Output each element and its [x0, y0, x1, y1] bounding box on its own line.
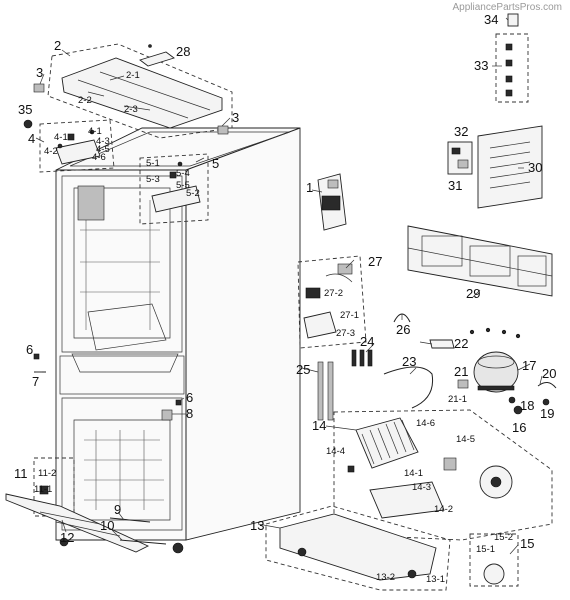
part-17-compressor	[469, 327, 521, 393]
part-2-top-cover	[33, 43, 233, 139]
part-21-relay	[457, 379, 469, 389]
label-26: 26	[396, 322, 410, 337]
label-25: 25	[296, 362, 310, 377]
label-30: 30	[528, 160, 542, 175]
label-2-3: 2-3	[124, 104, 138, 115]
label-11-1: 11-1	[34, 484, 52, 495]
part-27-group	[297, 255, 367, 349]
part-13-base	[265, 505, 451, 591]
part-9-rod	[109, 517, 151, 523]
callout-labels: 1 2 2-1 2-2 2-3 3 3 4 4-1 4-1 4-2 4-3 4-…	[14, 12, 556, 585]
label-20: 20	[542, 366, 556, 381]
part-18-foot	[508, 396, 516, 404]
part-33-brackets	[495, 33, 529, 103]
label-14-3: 14-3	[412, 482, 431, 493]
part-16-foot	[513, 405, 523, 415]
part-22-pipe	[429, 339, 455, 349]
part-5-hinge	[139, 153, 209, 225]
label-4-3: 4-3	[96, 136, 110, 147]
part-4-hinge	[39, 119, 115, 173]
part-30-panel	[477, 125, 543, 209]
label-14-4: 14-4	[326, 446, 345, 457]
label-10: 10	[100, 518, 114, 533]
label-27: 27	[368, 254, 382, 269]
part-29-rear-panel	[407, 225, 553, 297]
label-15: 15	[520, 536, 534, 551]
label-27-1: 27-1	[340, 310, 359, 321]
label-14-6: 14-6	[416, 418, 435, 429]
label-13-2: 13-2	[376, 572, 395, 583]
part-19-screw	[542, 398, 550, 406]
part-31-32-board	[447, 141, 473, 175]
leader-lines	[35, 17, 543, 555]
label-8: 8	[186, 406, 193, 421]
label-13: 13	[250, 518, 264, 533]
label-14-5: 14-5	[456, 434, 475, 445]
label-29: 29	[466, 286, 480, 301]
label-2-2: 2-2	[78, 95, 92, 106]
label-32: 32	[454, 124, 468, 139]
label-12: 12	[60, 530, 74, 545]
label-14-1: 14-1	[404, 468, 423, 479]
label-31: 31	[448, 178, 462, 193]
cabinet	[55, 127, 301, 554]
label-22: 22	[454, 336, 468, 351]
label-24: 24	[360, 334, 374, 349]
label-11-2: 11-2	[38, 468, 56, 479]
part-25-tubes	[317, 361, 334, 421]
part-24-brackets	[351, 349, 373, 367]
part-1-dispenser-module	[317, 173, 347, 231]
label-3-right: 3	[232, 110, 239, 125]
part-20-clip	[537, 382, 557, 389]
label-2-1: 2-1	[126, 70, 140, 81]
label-6-left: 6	[26, 342, 33, 357]
label-14: 14	[312, 418, 326, 433]
part-34-clip	[507, 13, 519, 27]
label-16: 16	[512, 420, 526, 435]
label-4: 4	[28, 131, 35, 146]
label-6-right: 6	[186, 390, 193, 405]
label-13-1: 13-1	[426, 574, 445, 585]
label-17: 17	[522, 358, 536, 373]
label-5-2: 5-2	[186, 188, 200, 199]
label-21: 21	[454, 364, 468, 379]
part-28-clip	[139, 51, 175, 67]
label-5-5: 5-5	[176, 180, 190, 191]
label-11: 11	[14, 466, 28, 481]
label-35: 35	[18, 102, 32, 117]
part-15-fan	[469, 533, 519, 587]
label-7: 7	[32, 374, 39, 389]
label-5-3: 5-3	[146, 174, 160, 185]
label-34: 34	[484, 12, 498, 27]
watermark: AppliancePartsPros.com	[452, 2, 563, 13]
label-5-1: 5-1	[146, 158, 160, 169]
label-28: 28	[176, 44, 190, 59]
label-21-1: 21-1	[448, 394, 467, 405]
label-3-left: 3	[36, 65, 43, 80]
label-2: 2	[54, 38, 61, 53]
label-4-5: 4-5	[96, 144, 110, 155]
part-23-pipe	[383, 366, 434, 409]
label-1: 1	[306, 180, 313, 195]
label-5: 5	[212, 156, 219, 171]
label-33: 33	[474, 58, 488, 73]
label-4-1a: 4-1	[54, 132, 68, 143]
label-4-6: 4-6	[92, 152, 106, 163]
part-35-screw	[23, 119, 33, 129]
label-4-2: 4-2	[44, 146, 58, 157]
label-4-1b: 4-1	[88, 126, 102, 137]
label-15-1: 15-1	[476, 544, 495, 555]
label-9: 9	[114, 502, 121, 517]
label-19: 19	[540, 406, 554, 421]
part-12-grille	[5, 493, 150, 553]
part-10-rail	[119, 539, 167, 545]
label-27-2: 27-2	[324, 288, 343, 299]
label-18: 18	[520, 398, 534, 413]
label-23: 23	[402, 354, 416, 369]
label-14-2: 14-2	[434, 504, 453, 515]
label-15-2: 15-2	[494, 532, 513, 543]
label-5-4: 5-4	[176, 168, 190, 179]
label-27-3: 27-3	[336, 328, 355, 339]
